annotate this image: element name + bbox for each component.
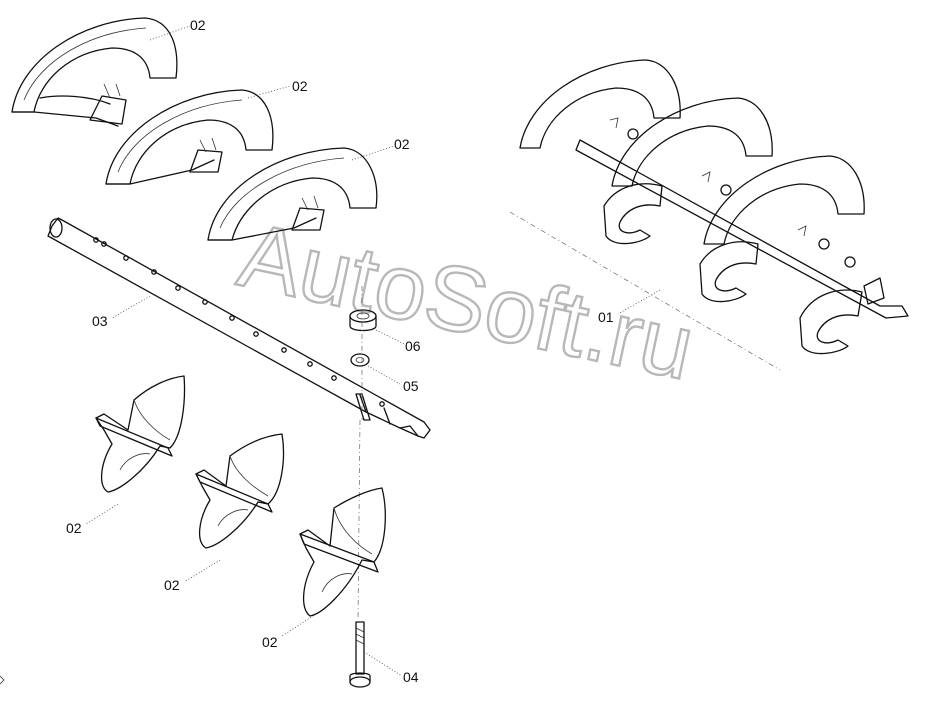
callout-01-assembly: 01 — [598, 309, 614, 325]
shaft-holes — [93, 237, 385, 407]
callout-04-bolt: 04 — [403, 669, 419, 685]
callout-02-bottom-2: 02 — [164, 577, 180, 593]
callout-02-top-2: 02 — [292, 78, 308, 94]
flight-segment-top-1 — [11, 17, 178, 127]
callout-02-bottom-1: 02 — [66, 520, 82, 536]
callout-02-top-3: 02 — [394, 136, 410, 152]
flight-segment-bottom-2 — [195, 433, 285, 549]
bolt — [349, 621, 371, 688]
flight-segment-top-2 — [105, 89, 274, 185]
leader-lines — [85, 25, 661, 677]
callout-05-washer: 05 — [403, 378, 419, 394]
flight-segment-bottom-3 — [299, 487, 386, 617]
flight-segment-bottom-1 — [95, 375, 186, 493]
auger-assembly — [519, 59, 909, 355]
assembly-axis-line — [357, 286, 363, 621]
washer — [350, 353, 370, 367]
flight-segment-top-3 — [207, 147, 378, 241]
callout-03-shaft: 03 — [92, 313, 108, 329]
callout-02-bottom-3: 02 — [262, 634, 278, 650]
callout-02-top-1: 02 — [190, 17, 206, 33]
nut — [349, 309, 377, 332]
callout-06-nut: 06 — [405, 338, 421, 354]
auger-shaft — [47, 217, 431, 439]
corner-fragment — [0, 675, 5, 685]
assembly-centerline — [509, 211, 781, 371]
